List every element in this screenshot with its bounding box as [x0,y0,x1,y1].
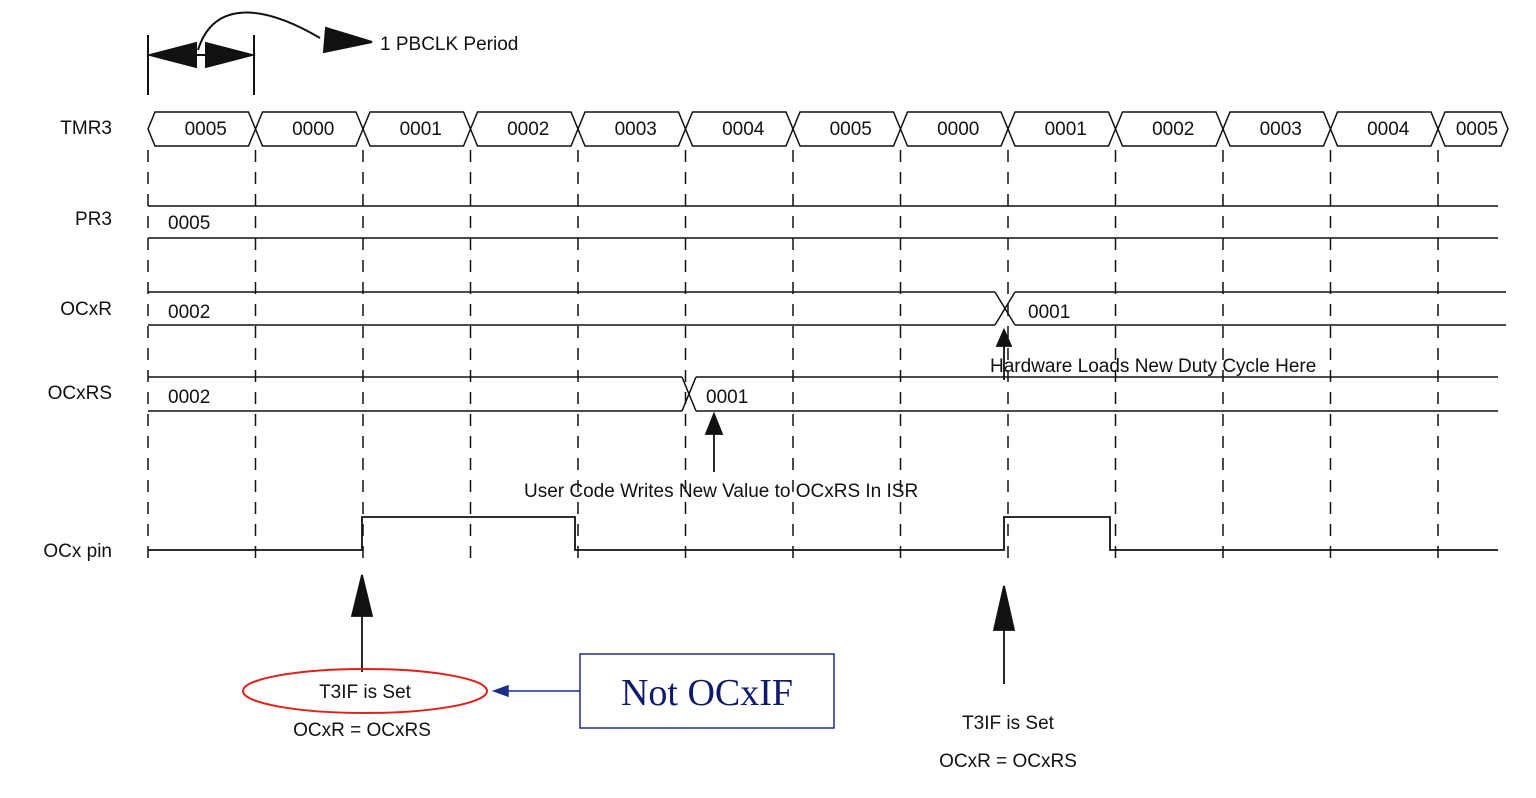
t3if-arrow-2 [992,585,1016,684]
up-arrow-icon [704,411,724,435]
ocxr-value-after: 0001 [1028,302,1070,323]
signal-label-ocxr: OCxR [60,299,112,320]
t3if-note-1-line1: T3IF is Set [319,682,412,703]
hw-loads-arrow [995,327,1013,380]
signal-label-pr3: PR3 [75,209,112,230]
left-arrow-icon [491,684,509,698]
signal-label-ocxrs: OCxRS [48,383,112,404]
tmr3-cell [1437,111,1509,147]
signal-label-tmr3: TMR3 [60,118,112,139]
user-writes-annotation: User Code Writes New Value to OCxRS In I… [524,481,918,502]
ocxrs-value-after: 0001 [706,387,748,408]
ocx-pin-waveform [148,516,1498,551]
tmr3-value: 0001 [400,119,442,140]
t3if-highlight-ellipse [242,668,488,714]
tmr3-value: 0003 [1260,119,1302,140]
period-label: 1 PBCLK Period [380,34,518,55]
t3if-arrow-1 [350,574,374,672]
tmr3-value: 0005 [185,119,227,140]
signal-label-ocx-pin: OCx pin [43,541,112,562]
pr3-bus [148,205,1498,239]
ocxr-value-before: 0002 [168,302,210,323]
ocxr-bus [148,291,1506,326]
not-ocxif-label: Not OCxIF [621,672,793,714]
tmr3-value: 0000 [937,119,979,140]
hw-loads-annotation: Hardware Loads New Duty Cycle Here [990,356,1316,377]
up-arrow-icon [995,327,1013,347]
tmr3-value: 0002 [1152,119,1194,140]
tmr3-value: 0004 [722,119,765,140]
curved-arrow-head-icon [322,26,373,54]
up-arrow-icon [350,574,374,617]
ocxrs-bus [148,376,1498,412]
user-writes-arrow [704,411,724,472]
t3if-note-2-line2: OCxR = OCxRS [939,751,1077,772]
left-arrow-icon [146,41,197,69]
clock-edge-dashes [147,150,1439,560]
t3if-note-1-line2: OCxR = OCxRS [293,720,431,741]
tmr3-value: 0000 [292,119,334,140]
tmr3-value: 0005 [1456,119,1498,140]
pr3-value: 0005 [168,213,210,234]
not-ocxif-box [579,653,835,729]
ocxrs-value-before: 0002 [168,387,210,408]
right-arrow-icon [205,41,256,69]
tmr3-value: 0002 [507,119,549,140]
not-ocxif-pointer [491,684,580,698]
tmr3-value: 0001 [1045,119,1087,140]
tmr3-bus [147,111,1509,147]
up-arrow-icon [992,585,1016,631]
tmr3-value: 0005 [830,119,872,140]
period-marker [146,11,373,95]
tmr3-value: 0004 [1367,119,1410,140]
t3if-note-2-line1: T3IF is Set [962,713,1055,734]
tmr3-value: 0003 [615,119,657,140]
